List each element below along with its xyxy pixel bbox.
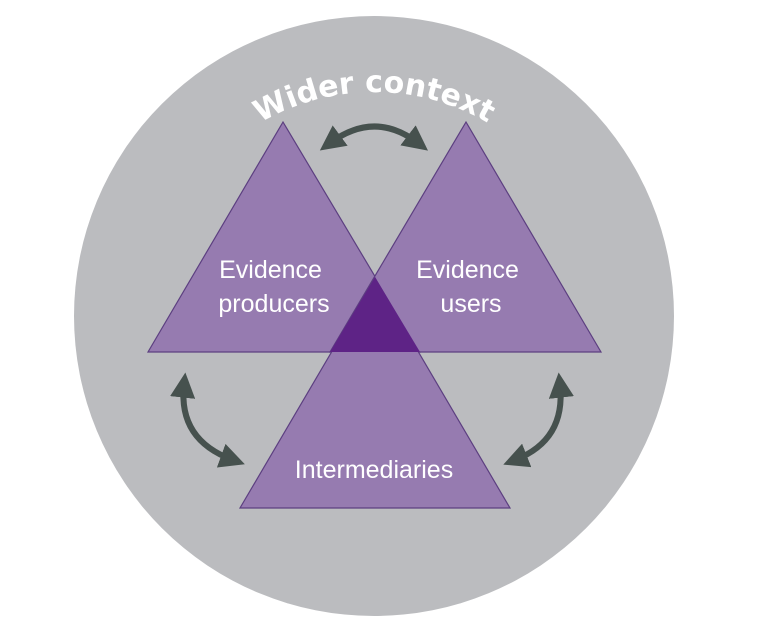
arrow-producers-intermediaries [170,372,245,468]
label-evidence-producers-line-2: producers [218,290,329,318]
label-evidence-producers: Evidence producers [218,256,329,318]
label-intermediaries: Intermediaries [295,456,453,484]
label-evidence-producers-line-1: Evidence [219,256,322,284]
label-evidence-users: Evidence users [416,256,526,318]
label-evidence-users-line-2: users [440,290,501,318]
triangle-intermediaries [238,276,512,509]
overlap-triangle [330,277,420,352]
arrow-producers-users [319,123,428,151]
triangle-evidence-users [328,120,603,353]
triangle-evidence-producers [146,120,422,353]
arrow-users-intermediaries [503,372,574,468]
label-evidence-users-line-1: Evidence [416,256,519,284]
label-intermediaries-line-1: Intermediaries [295,456,453,484]
